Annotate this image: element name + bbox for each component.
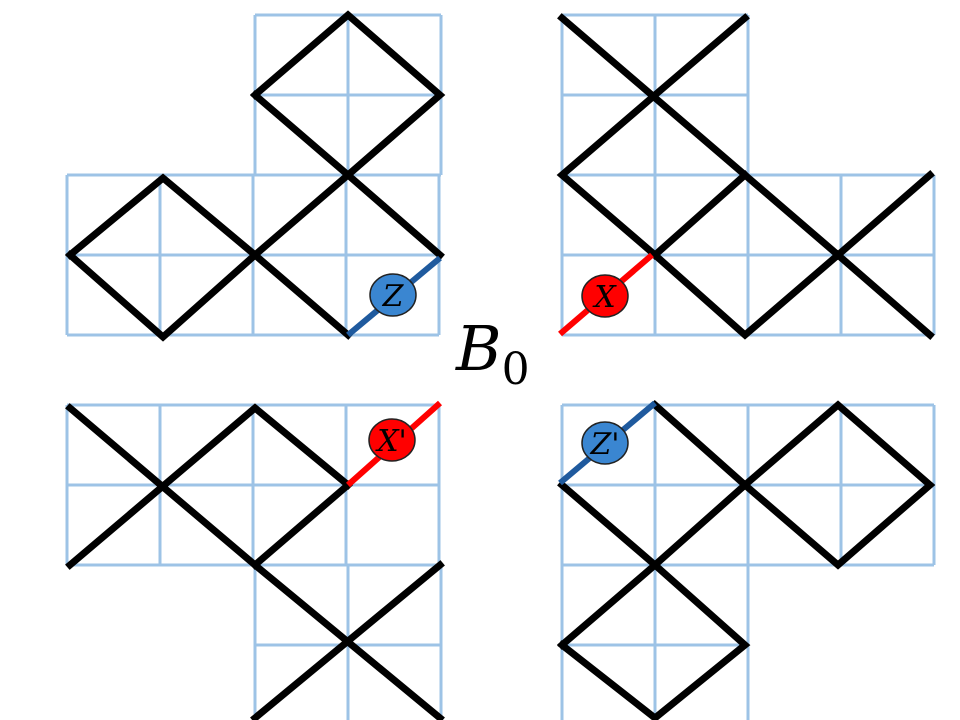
- lattice-edge: [556, 13, 844, 340]
- bottom-right-operator-circle: [581, 421, 629, 465]
- lattice-edge: [833, 170, 935, 260]
- center-label-symbol: B: [456, 312, 502, 385]
- top-left-operator-circle: [369, 273, 417, 317]
- lattice-edge: [650, 170, 750, 260]
- center-label-subscript: 0: [501, 344, 530, 395]
- lattice-edge: [250, 10, 446, 180]
- lattice-edge: [557, 560, 751, 720]
- bottom-left-operator-label: X': [375, 424, 407, 459]
- center-label: B0: [456, 318, 530, 392]
- lattice-edge: [250, 250, 353, 340]
- bottom-left-operator-circle: [368, 418, 416, 462]
- bottom-right-operator-label: Z': [589, 427, 619, 462]
- top-right-operator-label: X: [592, 280, 617, 315]
- lattice-edge: [557, 400, 751, 570]
- lattice-edge: [65, 403, 353, 570]
- black-edge-layer: [65, 10, 936, 720]
- lattice-edge: [740, 400, 936, 570]
- top-right-operator-circle: [581, 274, 629, 318]
- lattice-edge: [833, 250, 935, 340]
- operator-layer: Z X X' Z': [346, 252, 657, 488]
- lattice-edge: [250, 560, 445, 720]
- lattice-edge: [250, 480, 353, 570]
- lattice-edge: [250, 170, 445, 260]
- lattice-edge: [65, 173, 261, 342]
- top-left-operator-label: Z: [382, 279, 405, 314]
